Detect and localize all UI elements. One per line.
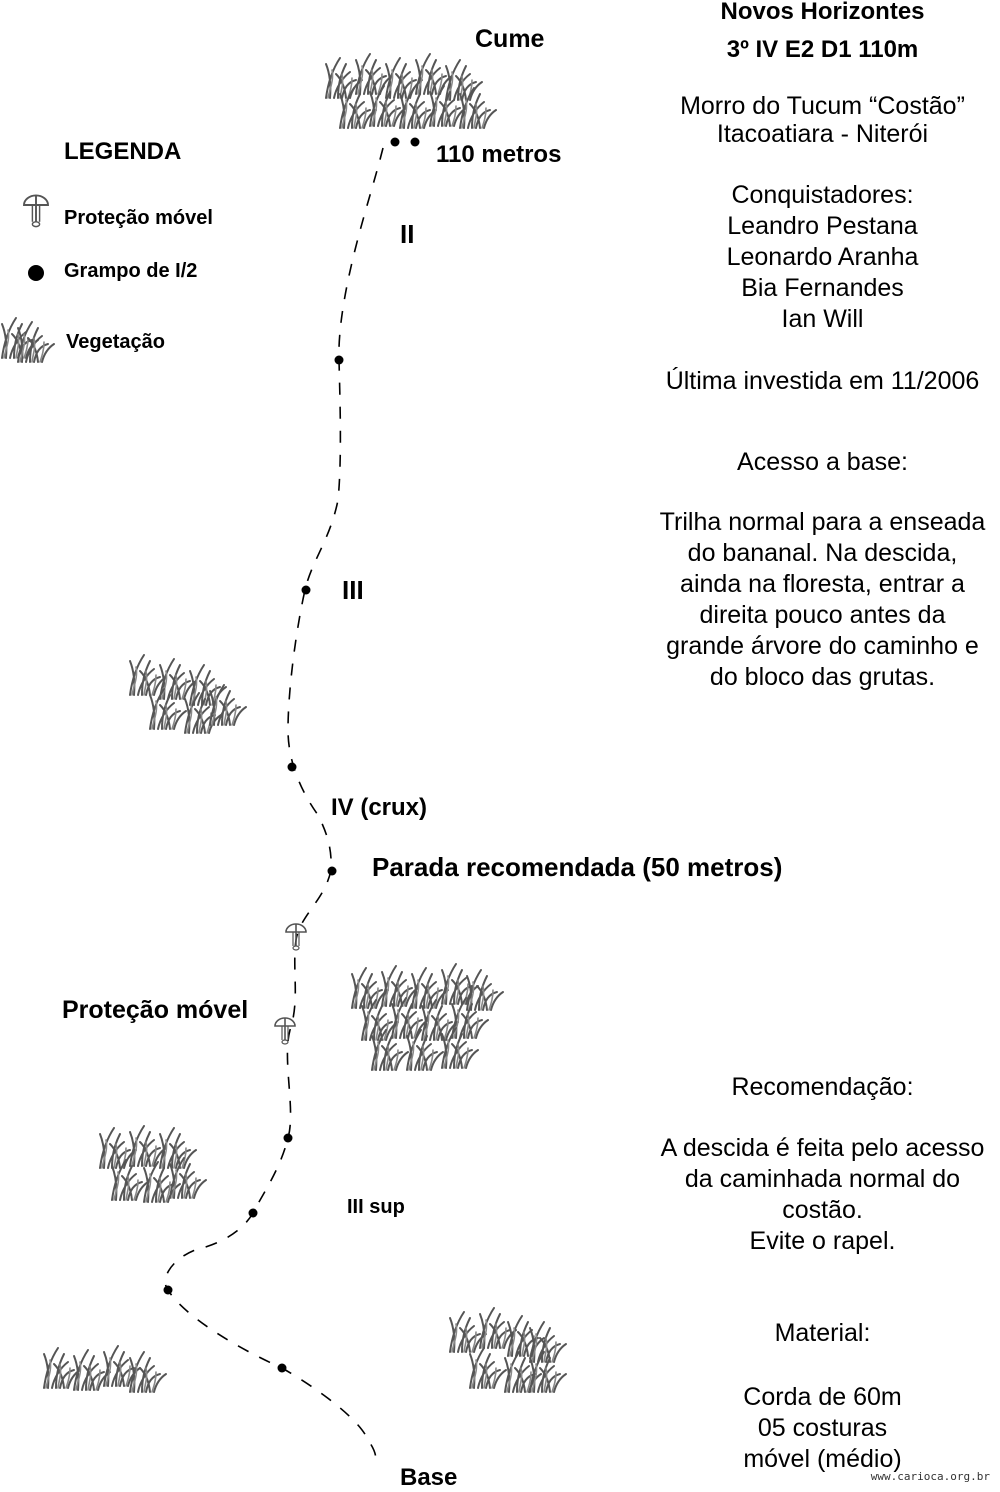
bolt-icon (327, 866, 337, 876)
bolt-icon (301, 585, 311, 595)
cam-icon (285, 923, 307, 951)
summit-height-label: 110 metros (436, 141, 562, 168)
legend-vegetation-label: Vegetação (66, 331, 165, 353)
recommended-stop-label: Parada recomendada (50 metros) (372, 852, 783, 882)
cam-icon (274, 1017, 296, 1045)
grass-icon (351, 963, 504, 1071)
access-line: Trilha normal para a enseada (659, 508, 986, 536)
grass-icon (449, 1307, 567, 1393)
grass-icon (43, 1345, 167, 1393)
watermark: www.carioca.org.br (870, 1470, 990, 1483)
bolt-icon (334, 355, 344, 365)
bolt-icon (28, 265, 44, 281)
grass-icon (99, 1125, 207, 1203)
base-label: Base (400, 1464, 458, 1491)
access-line: direita pouco antes da (699, 601, 946, 629)
recommendation-block: A descida é feita pelo acesso da caminha… (640, 1133, 1000, 1257)
access-line: ainda na floresta, entrar a (680, 570, 965, 598)
last-visit: Última investida em 11/2006 (665, 367, 980, 395)
conqueror-name: Ian Will (781, 305, 864, 333)
location-line: Itacoatiara - Niterói (716, 120, 929, 148)
route-title: Novos Horizontes (720, 0, 925, 25)
legend-title: LEGENDA (64, 138, 182, 165)
bolt-icon (163, 1285, 173, 1295)
legend-bolt-label: Grampo de I/2 (64, 260, 198, 282)
summit-label: Cume (475, 25, 545, 53)
bolt-icon (277, 1363, 287, 1373)
cam-icon (23, 194, 49, 228)
bolt-icon (283, 1133, 293, 1143)
material-block: Corda de 60m 05 costuras móvel (médio) (640, 1382, 1000, 1475)
pitch-grade-II: II (400, 219, 415, 249)
location-line: Morro do Tucum “Costão” (680, 92, 965, 120)
material-line: móvel (médio) (743, 1445, 902, 1473)
pitch-grade-III-sup: III sup (347, 1196, 405, 1218)
pitch-grade-IV-crux: IV (crux) (331, 794, 428, 821)
grass-icon (129, 654, 247, 734)
material-heading: Material: (774, 1319, 871, 1347)
route-line (164, 147, 384, 1463)
grass-icon (1, 317, 55, 363)
access-line: do bloco das grutas. (709, 663, 936, 691)
location-block: Morro do Tucum “Costão” Itacoatiara - Ni… (640, 91, 1000, 150)
conqueror-name: Bia Fernandes (741, 274, 904, 302)
access-block: Trilha normal para a enseada do bananal.… (640, 507, 1000, 693)
access-line: grande árvore do caminho e (666, 632, 979, 660)
conquerors-block: Conquistadores: Leandro Pestana Leonardo… (640, 180, 1000, 335)
conqueror-name: Leandro Pestana (727, 212, 918, 240)
route-grade: 3º IV E2 D1 110m (726, 36, 919, 63)
access-line: do bananal. Na descida, (687, 539, 958, 567)
recommendation-line: Evite o rapel. (749, 1227, 896, 1255)
recommendation-heading: Recomendação: (731, 1073, 914, 1101)
recommendation-line: costão. (782, 1196, 863, 1224)
recommendation-line: A descida é feita pelo acesso (660, 1134, 985, 1162)
pitch-grade-III: III (342, 575, 364, 605)
grass-icon (325, 53, 497, 129)
bolt-icon (287, 762, 297, 772)
conqueror-name: Leonardo Aranha (726, 243, 919, 271)
bolt-icon (410, 137, 420, 147)
material-line: 05 costuras (757, 1414, 888, 1442)
bolt-icon (248, 1208, 258, 1218)
access-heading: Acesso a base: (737, 448, 908, 476)
conquerors-heading: Conquistadores: (731, 181, 914, 209)
material-line: Corda de 60m (743, 1383, 902, 1411)
legend-mobile-protection-label: Proteção móvel (64, 207, 213, 229)
recommendation-line: da caminhada normal do (684, 1165, 961, 1193)
bolt-icon (390, 137, 400, 147)
mobile-protection-label: Proteção móvel (62, 996, 249, 1024)
